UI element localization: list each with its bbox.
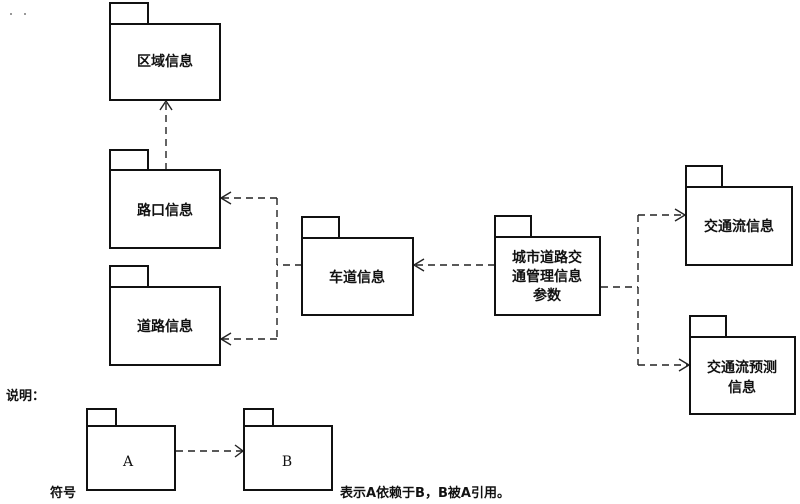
legend: 说明： 符号 A B 表示A依赖于B，B被A引用。 [6, 388, 510, 501]
legend-package-a: A [86, 408, 176, 491]
legend-description: 表示A依赖于B，B被A引用。 [339, 485, 510, 501]
package-params[interactable]: 城市道路交 通管理信息 参数 [494, 215, 601, 316]
legend-package-b-label: B [282, 454, 292, 470]
package-intersection[interactable]: 路口信息 [109, 149, 221, 249]
package-label: 车道信息 [329, 269, 385, 286]
scan-dot [10, 13, 12, 15]
package-road[interactable]: 道路信息 [109, 265, 221, 366]
legend-dependency-arrow [176, 444, 245, 458]
package-label-line: 通管理信息 [512, 268, 582, 285]
package-label: 路口信息 [137, 202, 193, 219]
dependency-params-to-lane [412, 258, 495, 272]
package-label: 区域信息 [137, 53, 193, 70]
package-label-line: 城市道路交 [512, 249, 582, 266]
dependency-params-to-traffic [601, 208, 691, 372]
scan-dot [24, 13, 26, 15]
legend-symbol-label: 符号 [50, 485, 76, 501]
package-region[interactable]: 区域信息 [109, 2, 221, 101]
package-label: 交通流信息 [704, 218, 774, 235]
package-traffic-forecast[interactable]: 交通流预测 信息 [689, 315, 796, 415]
package-label: 道路信息 [137, 318, 193, 335]
legend-title: 说明： [6, 388, 45, 404]
dependency-intersection-to-region [159, 99, 173, 170]
package-label-line: 交通流预测 [707, 359, 777, 376]
legend-package-b: B [243, 408, 333, 491]
dependency-lane-to-intersection-and-road [219, 191, 302, 346]
package-traffic-flow[interactable]: 交通流信息 [685, 165, 793, 266]
package-label-line: 信息 [728, 379, 756, 396]
package-lane[interactable]: 车道信息 [301, 216, 414, 316]
legend-package-a-label: A [122, 454, 134, 470]
package-label-line: 参数 [533, 287, 562, 304]
